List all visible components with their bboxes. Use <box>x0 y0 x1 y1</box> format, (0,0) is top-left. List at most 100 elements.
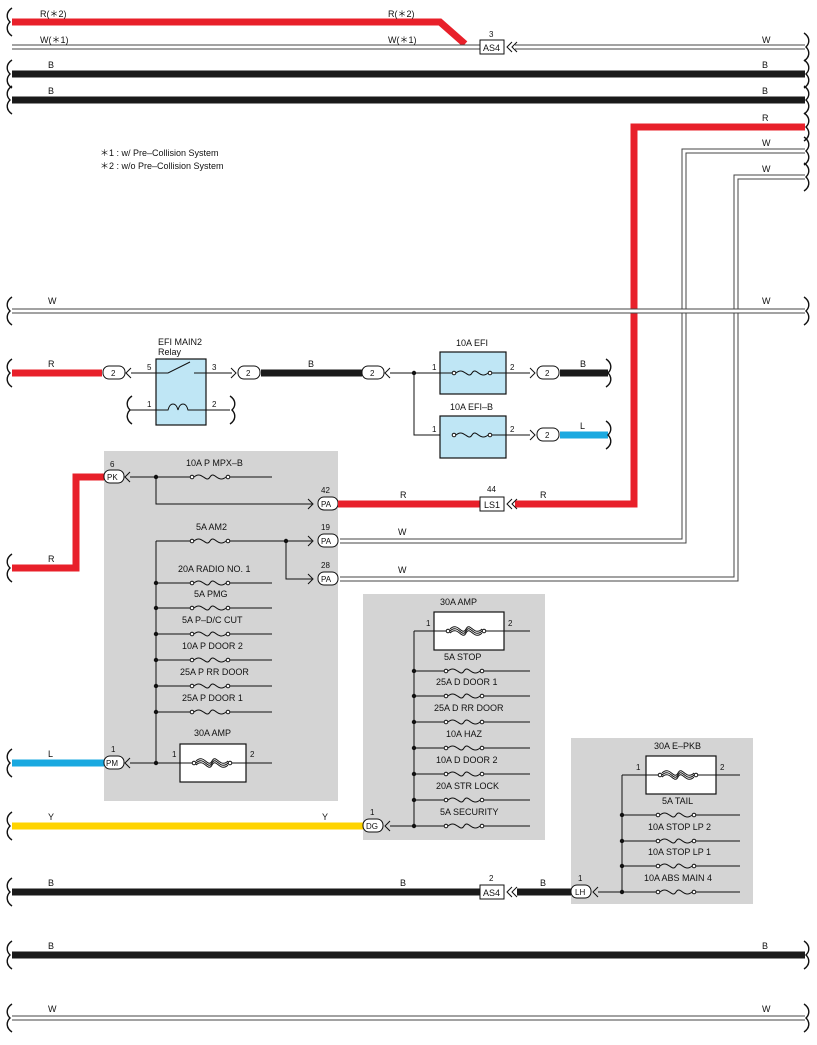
fuse-box-efi: 10A EFI 1 2 2 B <box>432 338 612 395</box>
fuse-label: 25A D DOOR 1 <box>436 677 498 687</box>
wire-label: B <box>48 941 54 951</box>
fuse-label: 10A P DOOR 2 <box>182 641 243 651</box>
fuse-d-rr-door: 25A D RR DOOR <box>411 703 530 725</box>
fuse-d-door-1: 25A D DOOR 1 <box>411 677 530 699</box>
fuse-pin: 1 <box>432 425 437 434</box>
connector-pin: 1 <box>370 808 375 817</box>
connector-pin: 1 <box>111 745 116 754</box>
fuse-label: 5A TAIL <box>662 796 693 806</box>
connector-label: 2 <box>111 369 116 378</box>
wire-label: B <box>400 878 406 888</box>
connector-pin: 3 <box>489 30 494 39</box>
wire-label: R <box>762 113 769 123</box>
wire-label: B <box>48 60 54 70</box>
connector-label: PK <box>107 473 118 482</box>
fuse-label: 20A STR LOCK <box>436 781 499 791</box>
fuse-pin: 1 <box>432 363 437 372</box>
wire-label: R(＊2) <box>388 9 415 19</box>
wire-label: W(＊1) <box>388 35 417 45</box>
connector-label: 2 <box>370 369 375 378</box>
fuse-stop-lp-2: 10A STOP LP 2 <box>619 822 740 844</box>
connector-label: 2 <box>545 431 550 440</box>
note-1: ＊1 : w/ Pre–Collision System <box>100 148 219 158</box>
fuse-stop-lp-1: 10A STOP LP 1 <box>619 847 740 869</box>
connector-label: 2 <box>545 369 550 378</box>
fuse-label: 30A E–PKB <box>654 741 701 751</box>
fuse-amp-left: 30A AMP 1 2 <box>130 728 272 783</box>
relay-input-wire: R 2 <box>6 358 156 388</box>
fuse-label: 5A STOP <box>444 652 481 662</box>
panel-mid-wiring: 30A AMP 1 2 5A STOP 25A D DOOR 1 25A D R… <box>384 597 530 832</box>
connector-label: 2 <box>246 369 251 378</box>
wire-label: R(＊2) <box>40 9 67 19</box>
fuse-haz: 10A HAZ <box>411 729 530 751</box>
wire-label: W <box>398 565 407 575</box>
fuse-p-door-1: 25A P DOOR 1 <box>153 693 272 715</box>
relay-efi-main2: EFI MAIN2 Relay 5 3 1 2 <box>126 337 236 426</box>
wire-label: Y <box>322 812 328 822</box>
wire-label: W <box>762 296 771 306</box>
bottom-wire-b: B B <box>6 940 810 970</box>
fuse-radio: 20A RADIO NO. 1 <box>153 564 272 586</box>
connector-label: LS1 <box>484 500 500 510</box>
fuse-pmg: 5A PMG <box>153 589 272 611</box>
connector-pin: 19 <box>321 523 330 532</box>
fuse-pin: 1 <box>172 750 177 759</box>
fuse-label: 10A STOP LP 1 <box>648 847 711 857</box>
fuse-label: 10A ABS MAIN 4 <box>644 873 712 883</box>
wire-label: R <box>400 490 407 500</box>
wire-label: B <box>308 359 314 369</box>
fuse-pin: 2 <box>720 763 725 772</box>
wire-b-lh: B B AS4 2 B LH 1 <box>6 874 592 907</box>
fuse-label: 5A SECURITY <box>440 807 499 817</box>
connector-label: PA <box>321 575 332 584</box>
fuse-p-rr-door: 25A P RR DOOR <box>153 667 272 689</box>
wire-label: B <box>48 86 54 96</box>
fuse-label: 25A P DOOR 1 <box>182 693 243 703</box>
fuse-box-efi-b: 10A EFI–B 1 2 2 L <box>432 402 612 459</box>
fuse-label: 5A PMG <box>194 589 228 599</box>
relay-pin: 3 <box>212 363 217 372</box>
fuse-p-dc-cut: 5A P–D/C CUT <box>153 615 272 637</box>
fuse-label: 10A P MPX–B <box>186 458 243 468</box>
relay-name: EFI MAIN2 <box>158 337 202 347</box>
fuse-pin: 2 <box>250 750 255 759</box>
panel-right-wiring: 30A E–PKB 1 2 5A TAIL 10A STOP LP 2 10A … <box>592 741 740 898</box>
top-wire-b2: B B <box>6 85 810 115</box>
wire-label: W <box>762 1004 771 1014</box>
wire-label: B <box>762 60 768 70</box>
fuse-label: 5A AM2 <box>196 522 227 532</box>
relay-pin: 1 <box>147 400 152 409</box>
fuse-label: 30A AMP <box>440 597 477 607</box>
fuse-pin: 1 <box>636 763 641 772</box>
wire-label: L <box>580 421 585 431</box>
right-wire-w-1: W <box>340 136 810 544</box>
connector-label: LH <box>575 888 585 897</box>
panel-left-wiring: R PK 6 10A P MPX–B PA 42 R LS1 44 R 5A A… <box>6 458 547 783</box>
panel-left <box>104 451 338 801</box>
wire-label: W <box>398 527 407 537</box>
connector-label: DG <box>366 822 378 831</box>
fuse-pin: 2 <box>510 363 515 372</box>
fuse-label: 30A AMP <box>194 728 231 738</box>
top-wire-w1: W(＊1) W(＊1) W <box>12 32 810 62</box>
fuse-stop: 5A STOP <box>411 652 530 674</box>
wire-label: B <box>540 878 546 888</box>
fuse-pin: 2 <box>508 619 513 628</box>
fuse-pin: 1 <box>426 619 431 628</box>
connector-pin: 44 <box>487 485 496 494</box>
connector-label: AS4 <box>483 43 500 53</box>
top-wire-r2: R(＊2) R(＊2) <box>6 7 468 47</box>
connector-pin: 28 <box>321 561 330 570</box>
relay-pin: 2 <box>212 400 217 409</box>
right-wire-w-2: W <box>340 162 810 582</box>
wire-y-dg: Y Y DG 1 <box>6 808 384 841</box>
wire-label: Y <box>48 812 54 822</box>
connector-pin: 2 <box>489 874 494 883</box>
wire-label: R <box>48 554 55 564</box>
wire-label: W <box>762 164 771 174</box>
fuse-p-door-2: 10A P DOOR 2 <box>153 641 272 663</box>
fuse-label: 10A EFI <box>456 338 488 348</box>
connector-label: PA <box>321 537 332 546</box>
